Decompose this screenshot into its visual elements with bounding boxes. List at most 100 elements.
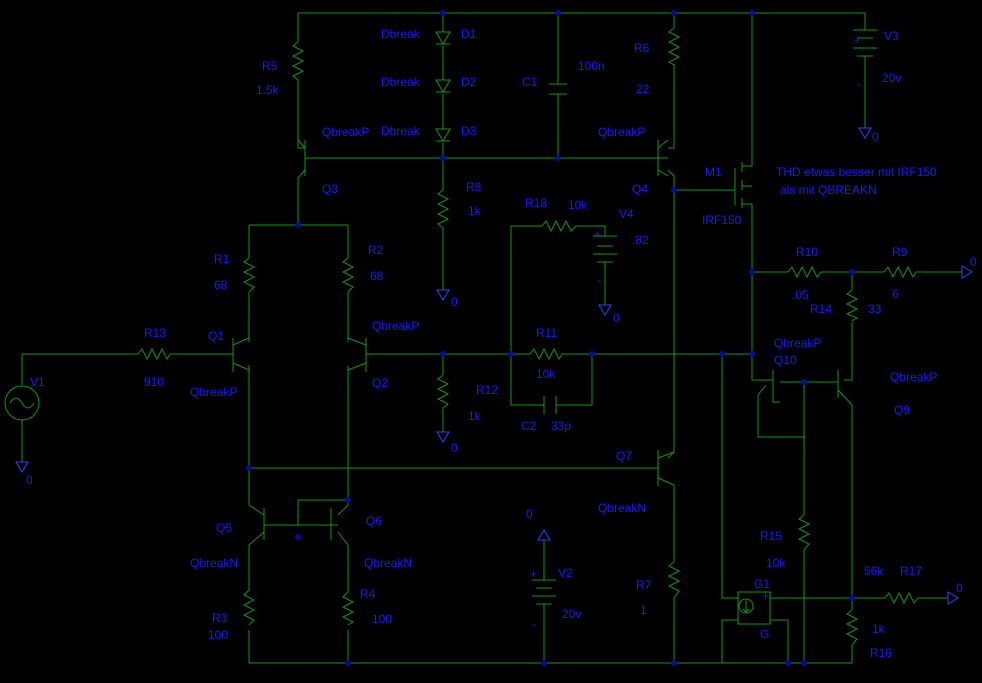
q4-name: Q4	[632, 182, 648, 196]
v1-sine-icon	[9, 397, 35, 409]
r3-value: 100	[208, 628, 228, 642]
r13-name: R13	[144, 326, 166, 340]
resistor-zigzags	[137, 27, 921, 646]
r10-name: R10	[796, 245, 818, 259]
q1-symbol	[232, 337, 250, 372]
r7-value: 1	[640, 603, 647, 617]
g1-value: G	[760, 627, 769, 641]
r9-zigzag	[883, 265, 921, 279]
d2-name: D2	[461, 75, 477, 89]
r7-name: R7	[636, 578, 652, 592]
r5-zigzag	[291, 41, 305, 84]
r15-value: 10k	[766, 556, 786, 570]
g1-name: G1	[754, 577, 770, 591]
ground-icon-r12	[436, 431, 450, 443]
r17-zigzag	[884, 591, 919, 605]
q5-symbol	[263, 508, 271, 540]
m1-model: IRF150	[702, 213, 742, 227]
q6-symbol	[330, 508, 338, 540]
v2-plus: +	[530, 567, 537, 581]
annotation-line-2: als mit QBREAKN	[780, 183, 877, 197]
q10-model: QbreakP	[774, 336, 821, 350]
r1-value: 68	[214, 278, 228, 292]
r16-zigzag	[845, 609, 859, 646]
q3-name: Q3	[322, 182, 338, 196]
c2-name: C2	[521, 419, 537, 433]
q4-symbol	[657, 139, 669, 177]
r10-zigzag	[787, 265, 826, 279]
q5-model: QbreakN	[190, 556, 238, 570]
r18-value: 10k	[568, 198, 588, 212]
d1-name: D1	[461, 27, 477, 41]
ground-icon-r9	[961, 265, 973, 279]
r6-name: R6	[634, 41, 650, 55]
q3-symbol	[297, 139, 318, 176]
c1-name: C1	[522, 75, 538, 89]
ground-label-r12: 0	[451, 441, 458, 455]
r12-value: 1k	[468, 409, 482, 423]
ground-label-d: 0	[451, 295, 458, 309]
q9-name: Q9	[894, 403, 910, 417]
r12-zigzag	[436, 374, 450, 409]
ground-icon-v3	[858, 127, 872, 139]
component-labels: R5 1.5k R6 22 R8 1k R18 10k R1 68 R2 68 …	[26, 27, 977, 660]
r1-name: R1	[214, 252, 230, 266]
q10-symbol	[766, 370, 774, 398]
q10-name: Q10	[774, 353, 797, 367]
q7-symbol	[657, 450, 675, 486]
q6-model: QbreakN	[364, 556, 412, 570]
transistor-symbols	[232, 139, 839, 540]
d3-model: Dbreak	[381, 124, 421, 138]
diode-symbols	[435, 31, 451, 142]
q6-name: Q6	[366, 514, 382, 528]
d1-symbol	[435, 31, 451, 45]
v4-minus: -	[597, 273, 601, 287]
g1-plus: +	[762, 589, 769, 603]
r14-zigzag	[845, 289, 859, 322]
d2-model: Dbreak	[381, 75, 421, 89]
r18-zigzag	[541, 219, 577, 233]
r11-zigzag	[529, 347, 563, 361]
r5-name: R5	[262, 59, 278, 73]
q3-model: QbreakP	[322, 125, 369, 139]
r16-name: R16	[870, 646, 892, 660]
r8-zigzag	[436, 189, 450, 229]
r1-zigzag	[242, 257, 256, 293]
r17-name: R17	[900, 564, 922, 578]
v2-value: 20v	[562, 607, 581, 621]
q1-name: Q1	[208, 329, 224, 343]
ground-symbols	[15, 127, 973, 605]
m1-symbol	[734, 158, 753, 208]
q2-symbol	[347, 337, 367, 372]
g1-box	[737, 591, 771, 625]
ground-icon-v2	[537, 529, 551, 541]
c2-value: 33p	[551, 419, 571, 433]
r3-name: R3	[212, 611, 228, 625]
v1-name: V1	[30, 375, 45, 389]
r9-name: R9	[892, 245, 908, 259]
q4-model: QbreakP	[598, 125, 645, 139]
r4-value: 100	[372, 612, 392, 626]
ground-label-v4: 0	[613, 311, 620, 325]
q1-model: QbreakP	[190, 385, 237, 399]
r15-zigzag	[797, 514, 811, 551]
r8-name: R8	[466, 180, 482, 194]
r16-value: 1k	[872, 622, 886, 636]
r13-value: 910	[144, 375, 164, 389]
v3-name: V3	[884, 29, 899, 43]
r2-name: R2	[368, 243, 384, 257]
q7-name: Q7	[616, 449, 632, 463]
r2-value: 68	[370, 269, 384, 283]
junction-dots	[246, 10, 855, 666]
ground-label-r9: 0	[970, 255, 977, 269]
r4-name: R4	[360, 587, 376, 601]
r12-name: R12	[476, 383, 498, 397]
d3-name: D3	[461, 124, 477, 138]
q7-model: QbreakN	[598, 501, 646, 515]
r14-value: 33	[868, 302, 882, 316]
ground-icon-v1	[15, 461, 29, 473]
v1-circle	[4, 385, 40, 421]
v2-name: V2	[558, 566, 573, 580]
ground-icon-v4	[598, 304, 612, 316]
